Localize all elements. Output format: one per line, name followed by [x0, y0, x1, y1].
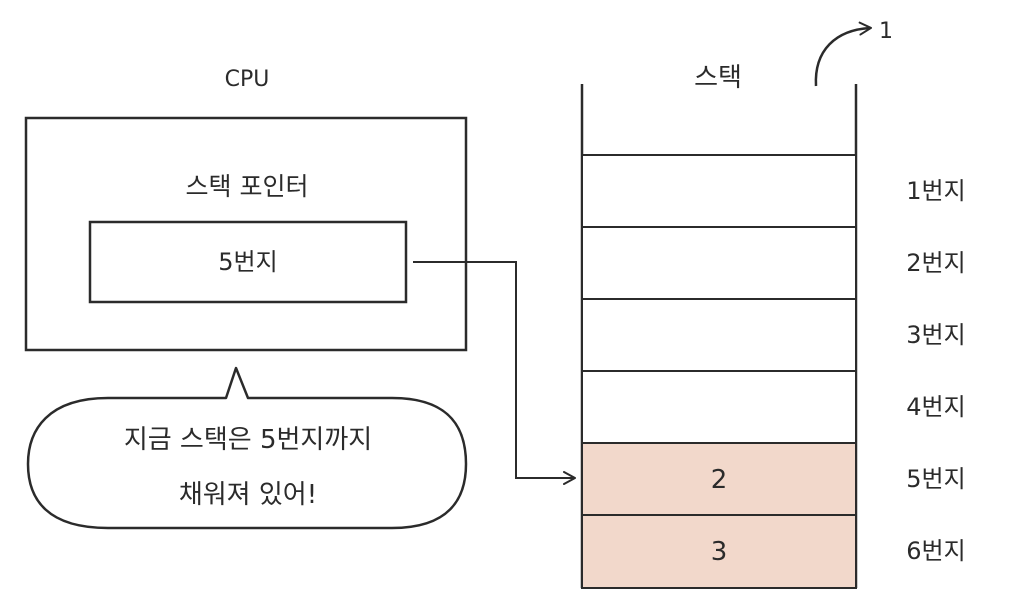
- stack-slot-1-address: 1번지: [906, 177, 965, 205]
- stack-slot-6-address: 6번지: [906, 537, 965, 565]
- stack-pointer-value: 5번지: [218, 248, 277, 276]
- stack-pointer-register: [88, 220, 408, 304]
- speech-bubble: [26, 366, 468, 530]
- speech-bubble-line1: 지금 스택은 5번지까지: [124, 425, 372, 455]
- stack-slot-5-address: 5번지: [906, 465, 965, 493]
- stack-slot-4: [581, 370, 857, 444]
- stack-slot-6: [581, 514, 857, 589]
- pop-arrow: [814, 21, 872, 87]
- stack-slot-4-address: 4번지: [906, 393, 965, 421]
- cpu-box: [24, 116, 468, 352]
- stack-slot-2: [581, 226, 857, 300]
- stack-pointer-label: 스택 포인터: [186, 172, 309, 201]
- stack-slot-2-address: 2번지: [906, 249, 965, 277]
- stack-slot-3: [581, 298, 857, 372]
- stack-slot-5-value: 2: [711, 465, 728, 495]
- stack-slot-6-value: 3: [711, 537, 728, 567]
- pointer-arrow: [413, 261, 576, 485]
- pop-label: 1: [879, 19, 893, 44]
- stack-title: 스택: [694, 63, 742, 93]
- cpu-title: CPU: [225, 67, 270, 92]
- stack-slot-1: [581, 154, 857, 228]
- stack-slot-3-address: 3번지: [906, 321, 965, 349]
- speech-bubble-line2: 채워져 있어!: [179, 480, 317, 510]
